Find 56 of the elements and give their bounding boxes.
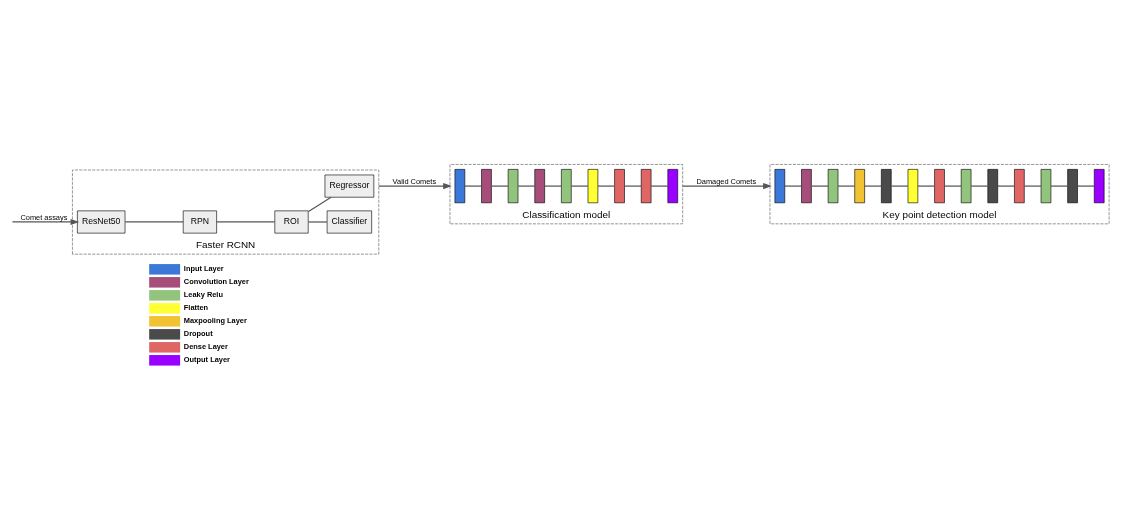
- connector: [650, 184, 669, 187]
- node-bar: [561, 168, 572, 203]
- node-bar: [801, 168, 812, 203]
- cluster: Key point detection model: [769, 163, 1110, 224]
- connector: [544, 184, 562, 187]
- cluster: Classification model: [449, 163, 683, 224]
- connector: [307, 220, 328, 223]
- connector: [970, 184, 989, 187]
- arrow: [682, 182, 772, 189]
- node-bar: [481, 168, 492, 203]
- connector: [837, 184, 856, 187]
- connector: [784, 184, 803, 187]
- connector: [1050, 184, 1069, 187]
- connector: [1077, 184, 1095, 187]
- node-box: Classifier: [326, 210, 372, 233]
- node-bar: [507, 168, 519, 203]
- node-bar: [454, 168, 466, 203]
- node-box: RPN: [182, 210, 217, 233]
- node-box: ROI: [274, 210, 309, 233]
- node-bar: [827, 168, 839, 203]
- node-bar: [667, 168, 679, 203]
- node-bar: [1040, 168, 1052, 203]
- node-bar: [587, 168, 599, 203]
- node-bar: [1067, 168, 1078, 203]
- node-bar: [960, 168, 972, 203]
- connector: [890, 184, 909, 187]
- node-bar: [934, 168, 945, 203]
- node-bar: [1014, 168, 1025, 203]
- node-bar: [854, 168, 865, 203]
- node-bar: [1093, 168, 1105, 203]
- connector: [570, 184, 589, 187]
- connector: [917, 184, 936, 187]
- connector: [490, 184, 509, 187]
- connector: [810, 184, 829, 187]
- connector: [216, 220, 276, 223]
- connector: [1023, 184, 1042, 187]
- arrow: [11, 218, 80, 225]
- connector: [307, 196, 332, 212]
- connector: [943, 184, 962, 187]
- node-bar: [534, 168, 545, 203]
- connector: [623, 184, 642, 187]
- node-bar: [881, 168, 892, 203]
- node-bar: [614, 168, 625, 203]
- node-bar: [987, 168, 998, 203]
- node-bar: [907, 168, 919, 203]
- connector: [597, 184, 616, 187]
- node-box: Regressor: [324, 174, 375, 198]
- node-bar: [640, 168, 652, 203]
- arrow: [378, 182, 452, 189]
- connector: [997, 184, 1015, 187]
- node-bar: [774, 168, 786, 203]
- connector: [464, 184, 483, 187]
- connector: [517, 184, 536, 187]
- connector: [124, 220, 184, 223]
- connector: [864, 184, 882, 187]
- node-box: ResNet50: [77, 210, 126, 233]
